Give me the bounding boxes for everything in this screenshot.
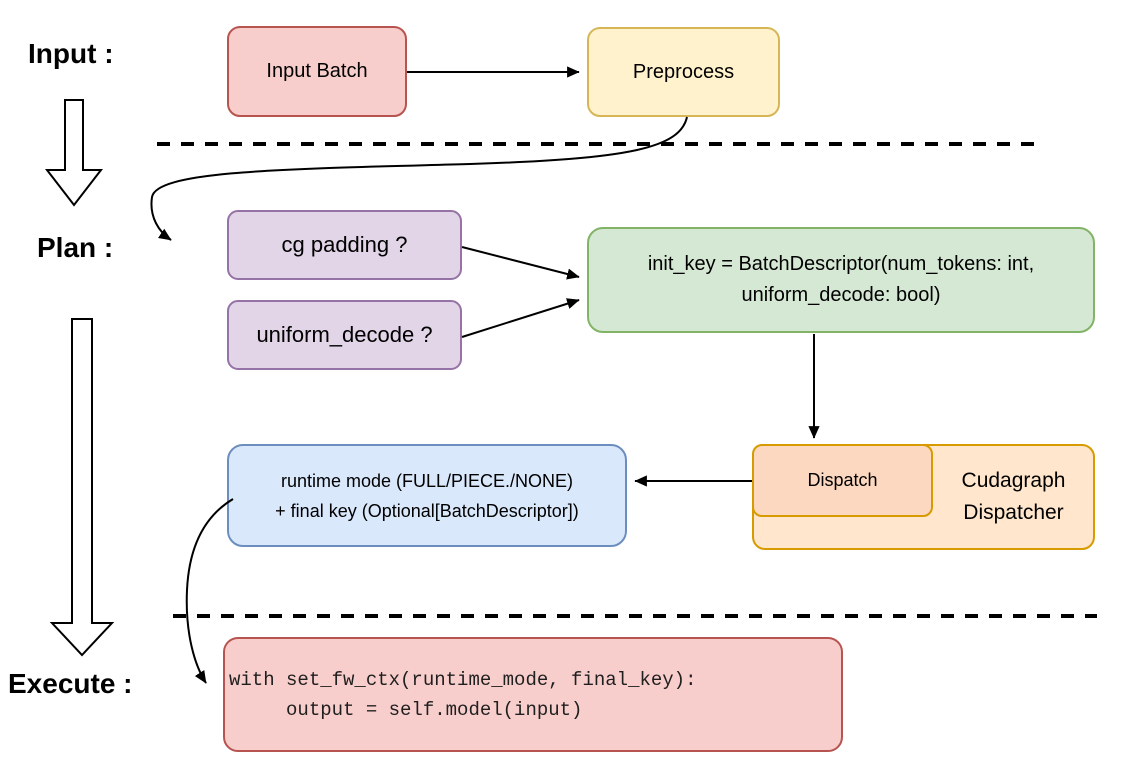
node-dispatch: Dispatch [752, 444, 933, 517]
arrow-cg-padding-to-init-key [461, 246, 580, 280]
section-label-plan: Plan : [37, 232, 114, 263]
node-execute-code: with set_fw_ctx(runtime_mode, final_key)… [223, 637, 843, 752]
node-runtime-mode: runtime mode (FULL/PIECE./NONE) + final … [227, 444, 627, 547]
section-label-input: Input : [28, 38, 114, 69]
plan-to-execute-arrow-icon [49, 318, 115, 657]
node-init-key: init_key = BatchDescriptor(num_tokens: i… [587, 227, 1095, 333]
node-cudagraph-dispatcher-label: Cudagraph Dispatcher [932, 444, 1095, 550]
section-label-execute: Execute : [8, 668, 133, 699]
code-line1: with set_fw_ctx(runtime_mode, final_key)… [229, 668, 697, 691]
node-runtime-mode-line2: + final key (Optional[BatchDescriptor]) [275, 500, 579, 521]
node-preprocess-label: Preprocess [632, 60, 735, 83]
node-preprocess: Preprocess [587, 27, 780, 117]
node-cg-padding-label: cg padding ? [281, 232, 408, 258]
node-uniform-decode: uniform_decode ? [227, 300, 462, 370]
cudagraph-line1: Cudagraph [961, 469, 1066, 492]
node-runtime-mode-line1: runtime mode (FULL/PIECE./NONE) [280, 470, 574, 491]
code-line2: output = self.model(input) [229, 698, 583, 721]
node-cg-padding: cg padding ? [227, 210, 462, 280]
arrow-uniform-decode-to-init-key [461, 298, 580, 338]
node-input-batch-label: Input Batch [266, 60, 368, 82]
input-to-plan-arrow-icon [44, 99, 104, 207]
node-input-batch: Input Batch [227, 26, 407, 117]
node-init-key-line1: init_key = BatchDescriptor(num_tokens: i… [647, 253, 1035, 275]
node-init-key-line2: uniform_decode: bool) [741, 284, 941, 306]
node-uniform-decode-label: uniform_decode ? [256, 322, 433, 348]
node-dispatch-label: Dispatch [807, 470, 878, 491]
cudagraph-line2: Dispatcher [963, 501, 1064, 524]
